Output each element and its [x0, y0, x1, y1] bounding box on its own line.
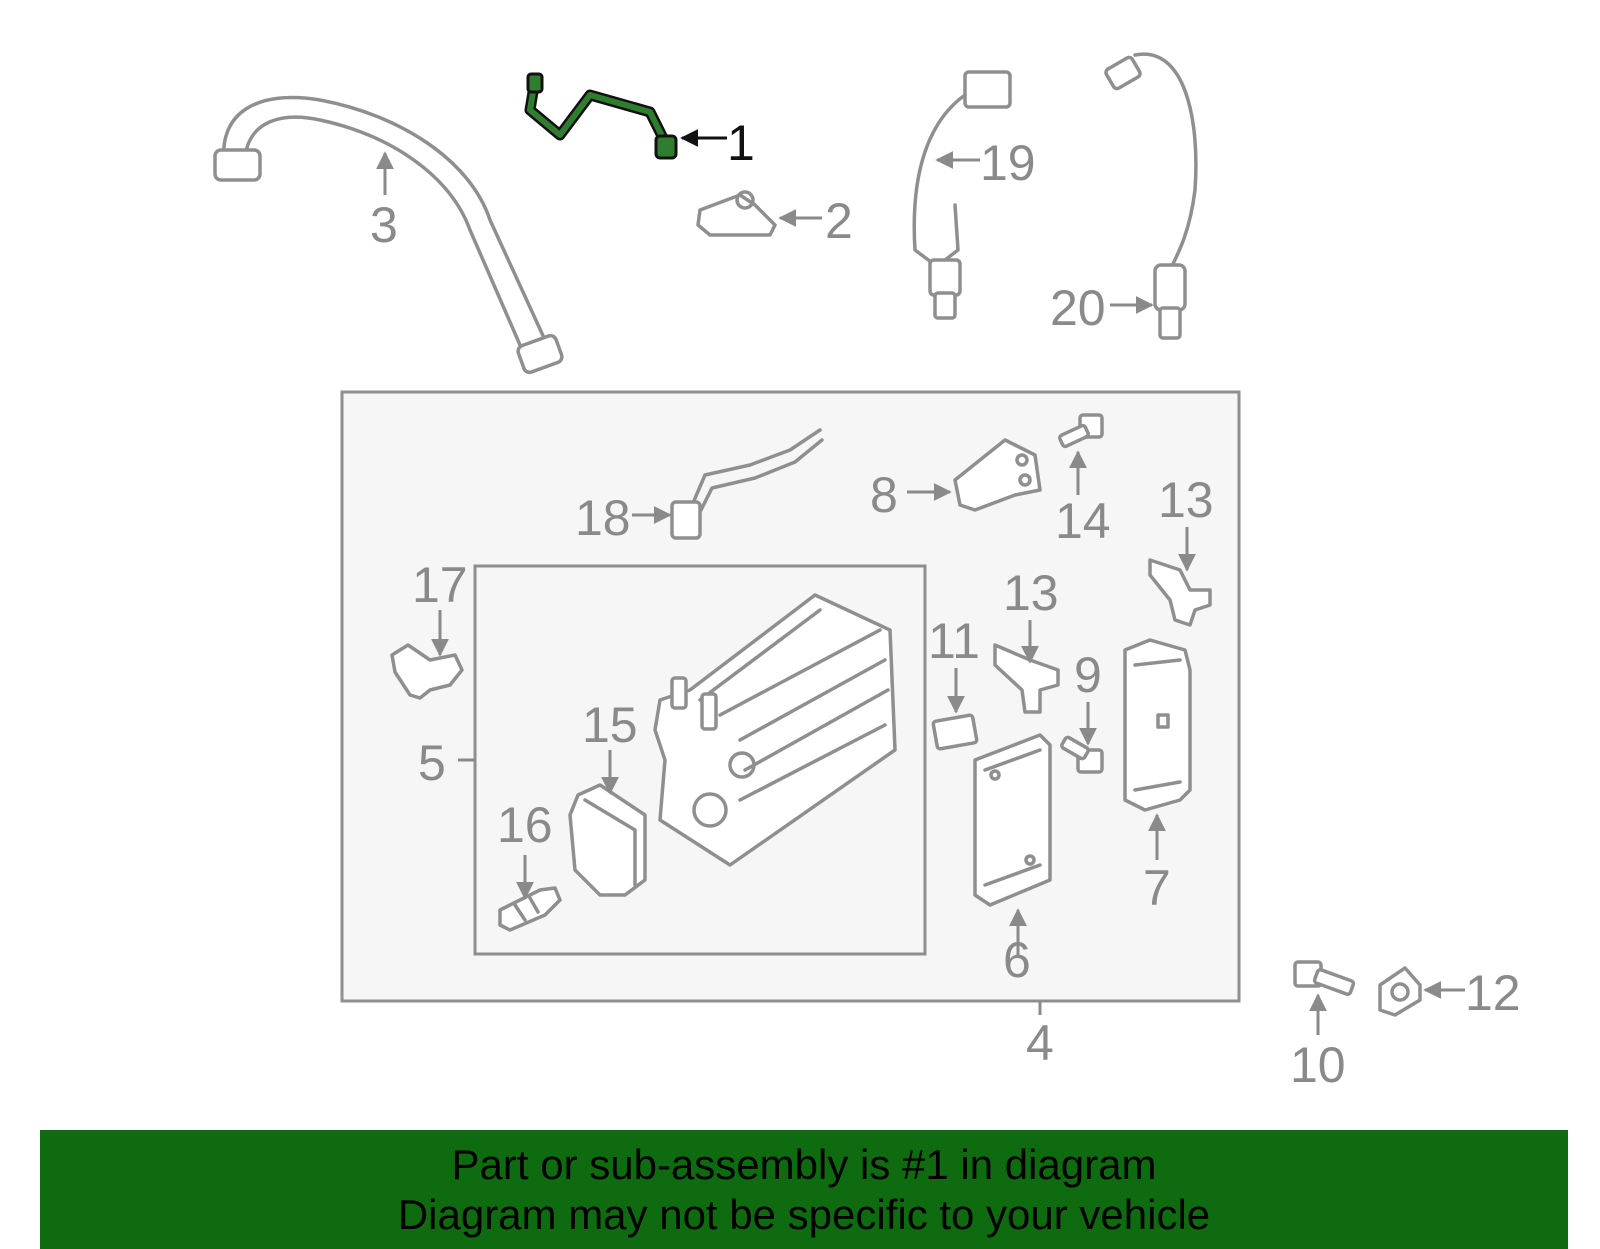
- part-11-pad: [931, 713, 979, 751]
- part-12-nut: [1378, 966, 1422, 1017]
- part-13-clip-upper: [1148, 558, 1212, 627]
- part-16-valve: [498, 886, 562, 932]
- callout-10: 10: [1290, 1037, 1346, 1093]
- part-3-hose: [213, 95, 564, 375]
- part-7-bracket: [1123, 638, 1192, 812]
- callout-4: 4: [1026, 1015, 1054, 1071]
- part-6-bracket: [973, 733, 1052, 907]
- part-19-sensor: [912, 70, 1012, 320]
- callout-7: 7: [1143, 860, 1171, 916]
- part-15-filter: [568, 783, 647, 897]
- part-9-bolt: [1060, 735, 1104, 774]
- part-8-bracket: [953, 438, 1042, 512]
- callout-13-middle: 13: [1003, 565, 1059, 621]
- part-13-clip-middle: [993, 643, 1060, 714]
- part-18-tube: [670, 428, 824, 540]
- callout-13-upper: 13: [1158, 472, 1214, 528]
- callout-18: 18: [575, 490, 631, 546]
- callout-9: 9: [1074, 647, 1102, 703]
- part-10-bolt: [1293, 960, 1356, 996]
- callout-15: 15: [582, 697, 638, 753]
- callout-16: 16: [497, 797, 553, 853]
- banner-line-1: Part or sub-assembly is #1 in diagram: [451, 1140, 1157, 1188]
- part-1-hose[interactable]: [524, 72, 678, 160]
- callout-1: 1: [727, 115, 755, 171]
- callout-6: 6: [1003, 932, 1031, 988]
- callout-11: 11: [928, 613, 980, 669]
- callout-14: 14: [1055, 493, 1111, 549]
- callout-17: 17: [412, 557, 468, 613]
- info-banner: Part or sub-assembly is #1 in diagram Di…: [40, 1130, 1568, 1249]
- callout-5: 5: [418, 735, 446, 791]
- part-5-canister: [653, 593, 897, 867]
- callout-20: 20: [1050, 280, 1106, 336]
- callout-3: 3: [370, 197, 398, 253]
- callout-12: 12: [1465, 965, 1521, 1021]
- banner-line-2: Diagram may not be specific to your vehi…: [397, 1190, 1211, 1238]
- part-17-fitting: [390, 643, 464, 700]
- part-14-bolt: [1058, 413, 1104, 449]
- callout-19: 19: [980, 135, 1036, 191]
- callout-2: 2: [825, 193, 853, 249]
- callout-8: 8: [870, 467, 898, 523]
- part-20-sensor: [1104, 52, 1198, 340]
- part-2-clip: [696, 190, 777, 237]
